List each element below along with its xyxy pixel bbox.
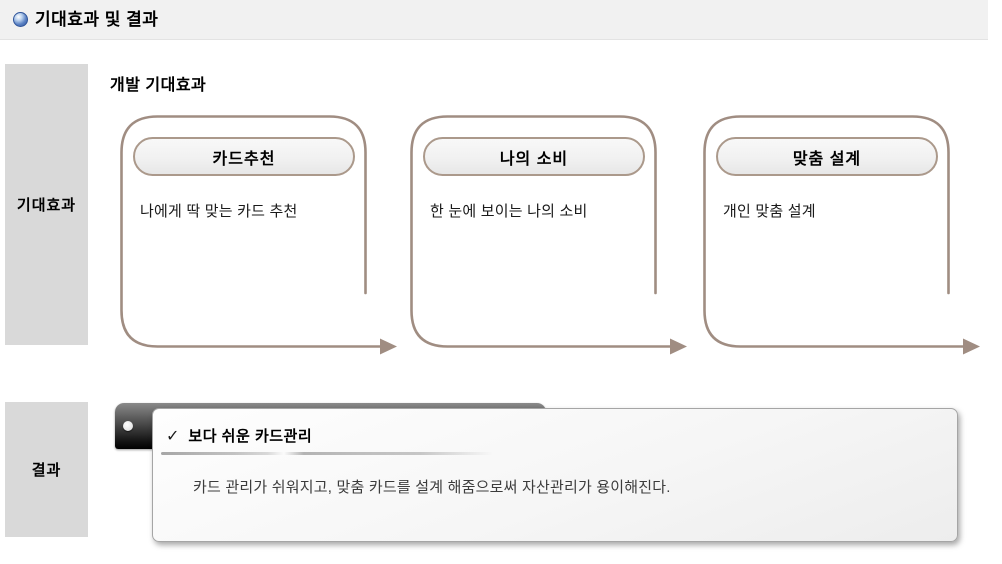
flow-pill-title: 맞춤 설계: [716, 137, 938, 176]
flow-pill-title: 나의 소비: [423, 137, 645, 176]
flow-box-my-spending: 나의 소비 한 눈에 보이는 나의 소비: [410, 115, 692, 359]
flow-pill-title: 카드추천: [133, 137, 355, 176]
result-card: ✓ 보다 쉬운 카드관리 카드 관리가 쉬워지고, 맞춤 카드를 설계 해줌으로…: [152, 408, 958, 542]
flow-pill-label: 카드추천: [212, 150, 276, 168]
flow-pill-label: 맞춤 설계: [792, 150, 862, 168]
flow-box-card-recommendation: 카드추천 나에게 딱 맞는 카드 추천: [120, 115, 402, 359]
flow-box-custom-design: 맞춤 설계 개인 맞춤 설계: [703, 115, 985, 359]
flow-description: 한 눈에 보이는 나의 소비: [430, 203, 588, 220]
header-band: 기대효과 및 결과: [0, 0, 988, 40]
sidebar-label-text: 기대효과: [16, 197, 77, 214]
blue-bullet-icon: [13, 12, 28, 27]
result-title-row: ✓ 보다 쉬운 카드관리: [166, 425, 312, 446]
sidebar-label-results: 결과: [5, 402, 88, 537]
tab-dot-icon: [123, 421, 133, 431]
flow-description: 나에게 딱 맞는 카드 추천: [140, 203, 298, 220]
page-title: 기대효과 및 결과: [35, 10, 159, 29]
rounded-arrow-outline-icon: [703, 115, 980, 355]
section-heading: 개발 기대효과: [110, 77, 207, 94]
flow-description: 개인 맞춤 설계: [723, 203, 816, 220]
rounded-arrow-outline-icon: [410, 115, 687, 355]
flow-pill-label: 나의 소비: [499, 150, 569, 168]
sidebar-label-expected-effects: 기대효과: [5, 64, 88, 345]
result-description: 카드 관리가 쉬워지고, 맞춤 카드를 설계 해줌으로써 자산관리가 용이해진다…: [193, 479, 671, 496]
check-icon: ✓: [166, 427, 180, 445]
rounded-arrow-outline-icon: [120, 115, 397, 355]
result-divider: [161, 452, 493, 455]
result-title: 보다 쉬운 카드관리: [188, 428, 313, 445]
sidebar-label-text: 결과: [31, 462, 62, 479]
